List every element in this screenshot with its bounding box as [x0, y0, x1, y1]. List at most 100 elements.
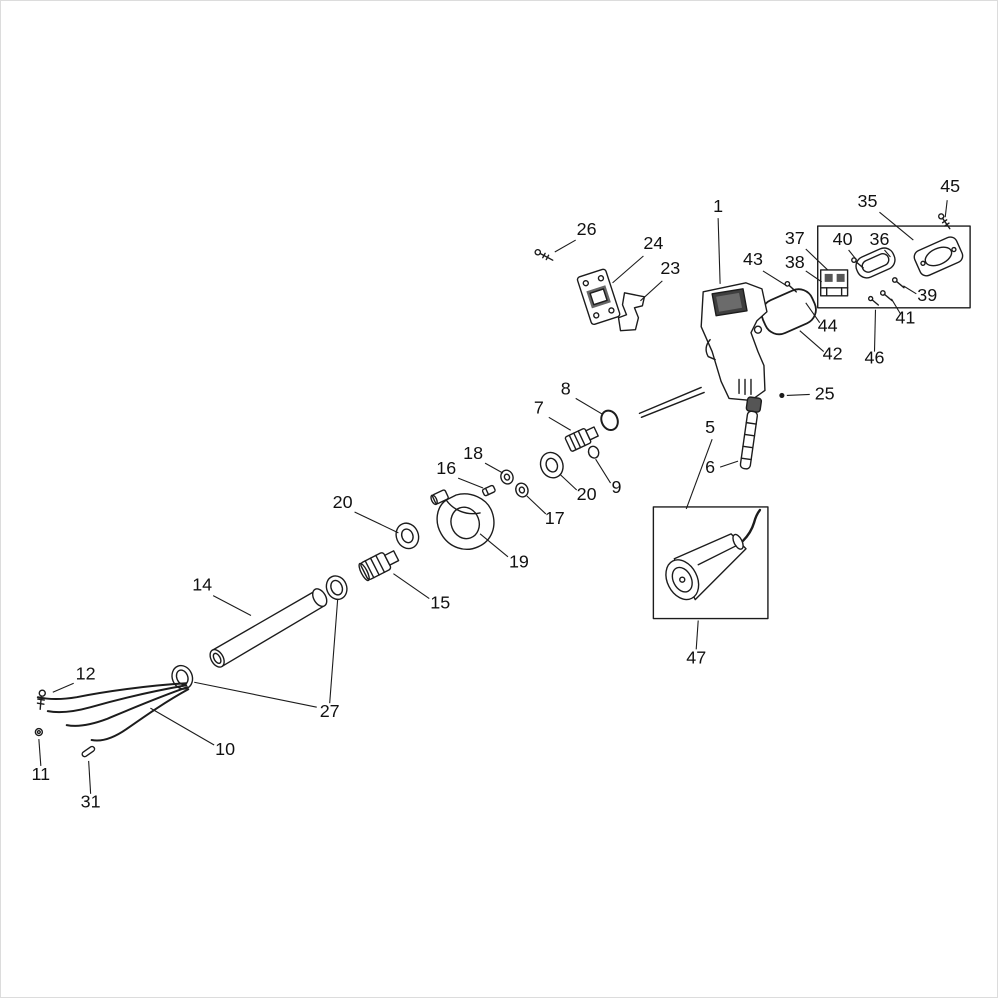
- callout-part-25-19: 25: [815, 383, 835, 403]
- leader-line-part-1: [717, 218, 721, 284]
- leader-line-part-5: [685, 439, 713, 510]
- assembly-detail-box: [817, 225, 971, 309]
- part-washer-11: [34, 727, 44, 737]
- callout-part-20-16: 20: [333, 492, 353, 512]
- callout-part-18-13: 18: [463, 443, 483, 463]
- leader-line-part-10: [150, 707, 215, 746]
- part-pin-31: [81, 745, 96, 758]
- callout-part-16-11: 16: [436, 458, 456, 478]
- callout-part-8-4: 8: [561, 378, 571, 398]
- parts-layer: [34, 213, 971, 758]
- part-pin-25: [779, 392, 785, 399]
- callout-part-5-1: 5: [705, 417, 715, 437]
- leader-line-part-26: [554, 239, 576, 253]
- leader-line-part-20: [354, 511, 399, 534]
- callout-part-19-14: 19: [509, 552, 529, 572]
- leader-line-part-11: [38, 738, 42, 766]
- part-screw-39: [891, 277, 905, 289]
- leader-line-part-40: [848, 249, 857, 261]
- callout-part-36-24: 36: [870, 229, 890, 249]
- part-bushing-20-left: [395, 522, 420, 550]
- leader-line-part-24: [612, 255, 644, 284]
- part-screw-45: [938, 213, 951, 230]
- part-starter-motor-47: [665, 508, 762, 601]
- leader-line-part-45: [944, 200, 948, 218]
- part-bushing-27-upper: [325, 575, 348, 601]
- leader-line-part-20: [559, 473, 578, 491]
- part-ring-9: [587, 445, 600, 459]
- leader-line-part-46: [873, 309, 877, 352]
- part-washer-18: [500, 469, 514, 485]
- callout-part-44-32: 44: [818, 316, 838, 336]
- callout-part-14-9: 14: [192, 575, 212, 595]
- part-washer-17: [515, 482, 529, 498]
- leader-line-part-37: [805, 248, 829, 271]
- part-screw-41: [879, 290, 893, 302]
- leader-line-part-44: [805, 302, 821, 324]
- leader-line-part-16: [457, 477, 484, 489]
- callout-part-15-10: 15: [430, 593, 450, 613]
- callout-part-20-15: 20: [577, 484, 597, 504]
- leader-line-part-39: [903, 285, 917, 295]
- leader-line-part-27: [329, 599, 339, 704]
- part-screw-26: [534, 248, 554, 261]
- starter-detail-box: [652, 506, 769, 620]
- leader-line-part-42: [799, 330, 825, 353]
- part-shaft-tube-14: [209, 588, 328, 668]
- part-screw-46: [867, 295, 880, 306]
- part-clutch-drum-19: [430, 489, 495, 550]
- part-coupler-bolt-7: [564, 426, 599, 452]
- leader-line-part-19: [479, 533, 509, 558]
- callout-part-6-2: 6: [705, 457, 715, 477]
- callout-part-12-8: 12: [76, 663, 96, 683]
- callout-part-31-22: 31: [81, 792, 101, 812]
- leader-line-part-31: [88, 760, 92, 794]
- callout-part-37-25: 37: [785, 228, 805, 248]
- part-cable-harness-10: [36, 682, 190, 742]
- part-cover-plate-24: [576, 268, 621, 326]
- part-gasket-36: [855, 247, 896, 279]
- leader-line-part-18: [484, 462, 504, 474]
- callout-part-17-12: 17: [545, 508, 565, 528]
- part-damper-rod-6: [739, 396, 763, 470]
- leader-line-part-7: [548, 416, 571, 431]
- part-bushing-20-right: [539, 451, 564, 479]
- leader-line-part-36: [884, 249, 891, 258]
- callout-part-35-23: 35: [858, 191, 878, 211]
- leader-line-part-38: [805, 270, 823, 283]
- part-switch-block: [820, 269, 849, 297]
- leader-line-part-27: [194, 681, 317, 708]
- callout-part-1-0: 1: [713, 196, 723, 216]
- callout-part-10-6: 10: [215, 739, 235, 759]
- leader-line-part-35: [879, 211, 914, 241]
- leader-line-part-6: [719, 460, 739, 468]
- leader-line-part-12: [52, 682, 74, 693]
- leader-line-part-8: [575, 397, 603, 415]
- callout-part-43-31: 43: [743, 249, 763, 269]
- part-gasket-42: [760, 288, 817, 336]
- callout-part-39-27: 39: [917, 285, 937, 305]
- callout-part-9-5: 9: [612, 477, 622, 497]
- part-o-ring-8: [600, 409, 619, 432]
- callout-part-42-30: 42: [823, 344, 843, 364]
- leader-line-part-23: [640, 280, 663, 302]
- callout-part-38-26: 38: [785, 252, 805, 272]
- leader-line-part-41: [890, 298, 901, 315]
- callout-part-46-34: 46: [865, 348, 885, 368]
- callout-part-40-28: 40: [833, 229, 853, 249]
- callout-part-24-18: 24: [643, 233, 663, 253]
- callout-part-47-35: 47: [686, 647, 706, 667]
- leader-line-part-25: [786, 393, 810, 396]
- part-pin-16: [481, 484, 496, 497]
- callout-part-41-29: 41: [895, 308, 915, 328]
- leader-line-part-43: [762, 270, 788, 287]
- part-coupler-15: [358, 550, 400, 582]
- leader-line-part-9: [595, 458, 612, 484]
- part-bracket-23: [617, 292, 646, 332]
- part-screw-12: [36, 689, 46, 710]
- part-powerhead-1: [638, 282, 768, 419]
- leader-line-part-47: [695, 620, 699, 650]
- callout-part-45-33: 45: [940, 176, 960, 196]
